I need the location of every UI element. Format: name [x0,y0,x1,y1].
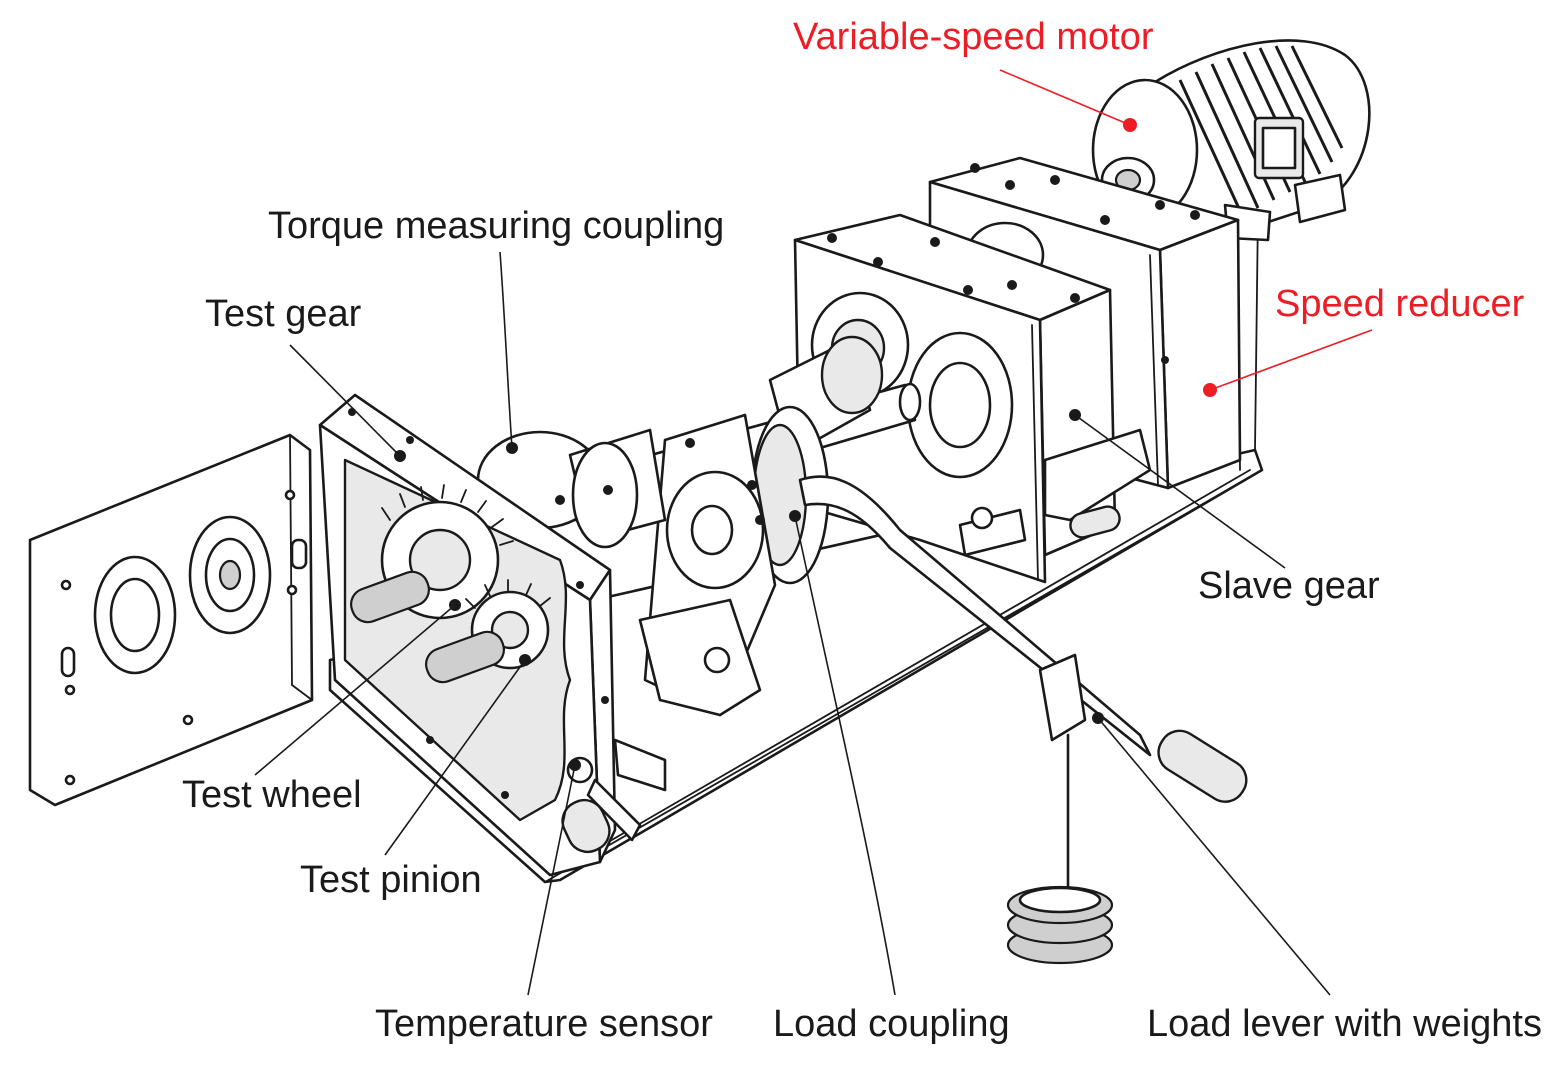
label-test-gear: Test gear [205,293,362,335]
label-test-wheel: Test wheel [182,774,362,816]
callout-leaders [254,69,1373,996]
label-test-pinion: Test pinion [300,859,482,901]
load-coupling-assembly [638,405,830,717]
label-torque-measuring-coupling: Torque measuring coupling [268,205,725,247]
torque-coupling-assembly [476,428,667,549]
label-temperature-sensor: Temperature sensor [375,1003,713,1045]
cover-plate [28,433,314,807]
label-variable-speed-motor: Variable-speed motor [793,16,1154,58]
test-gearbox [318,393,667,877]
load-lever-assembly [798,475,1248,965]
label-load-lever-with-weights: Load lever with weights [1147,1003,1542,1045]
label-slave-gear: Slave gear [1198,565,1380,607]
label-speed-reducer: Speed reducer [1275,283,1525,325]
temperature-sensor-body [561,756,642,854]
label-load-coupling: Load coupling [773,1003,1010,1045]
